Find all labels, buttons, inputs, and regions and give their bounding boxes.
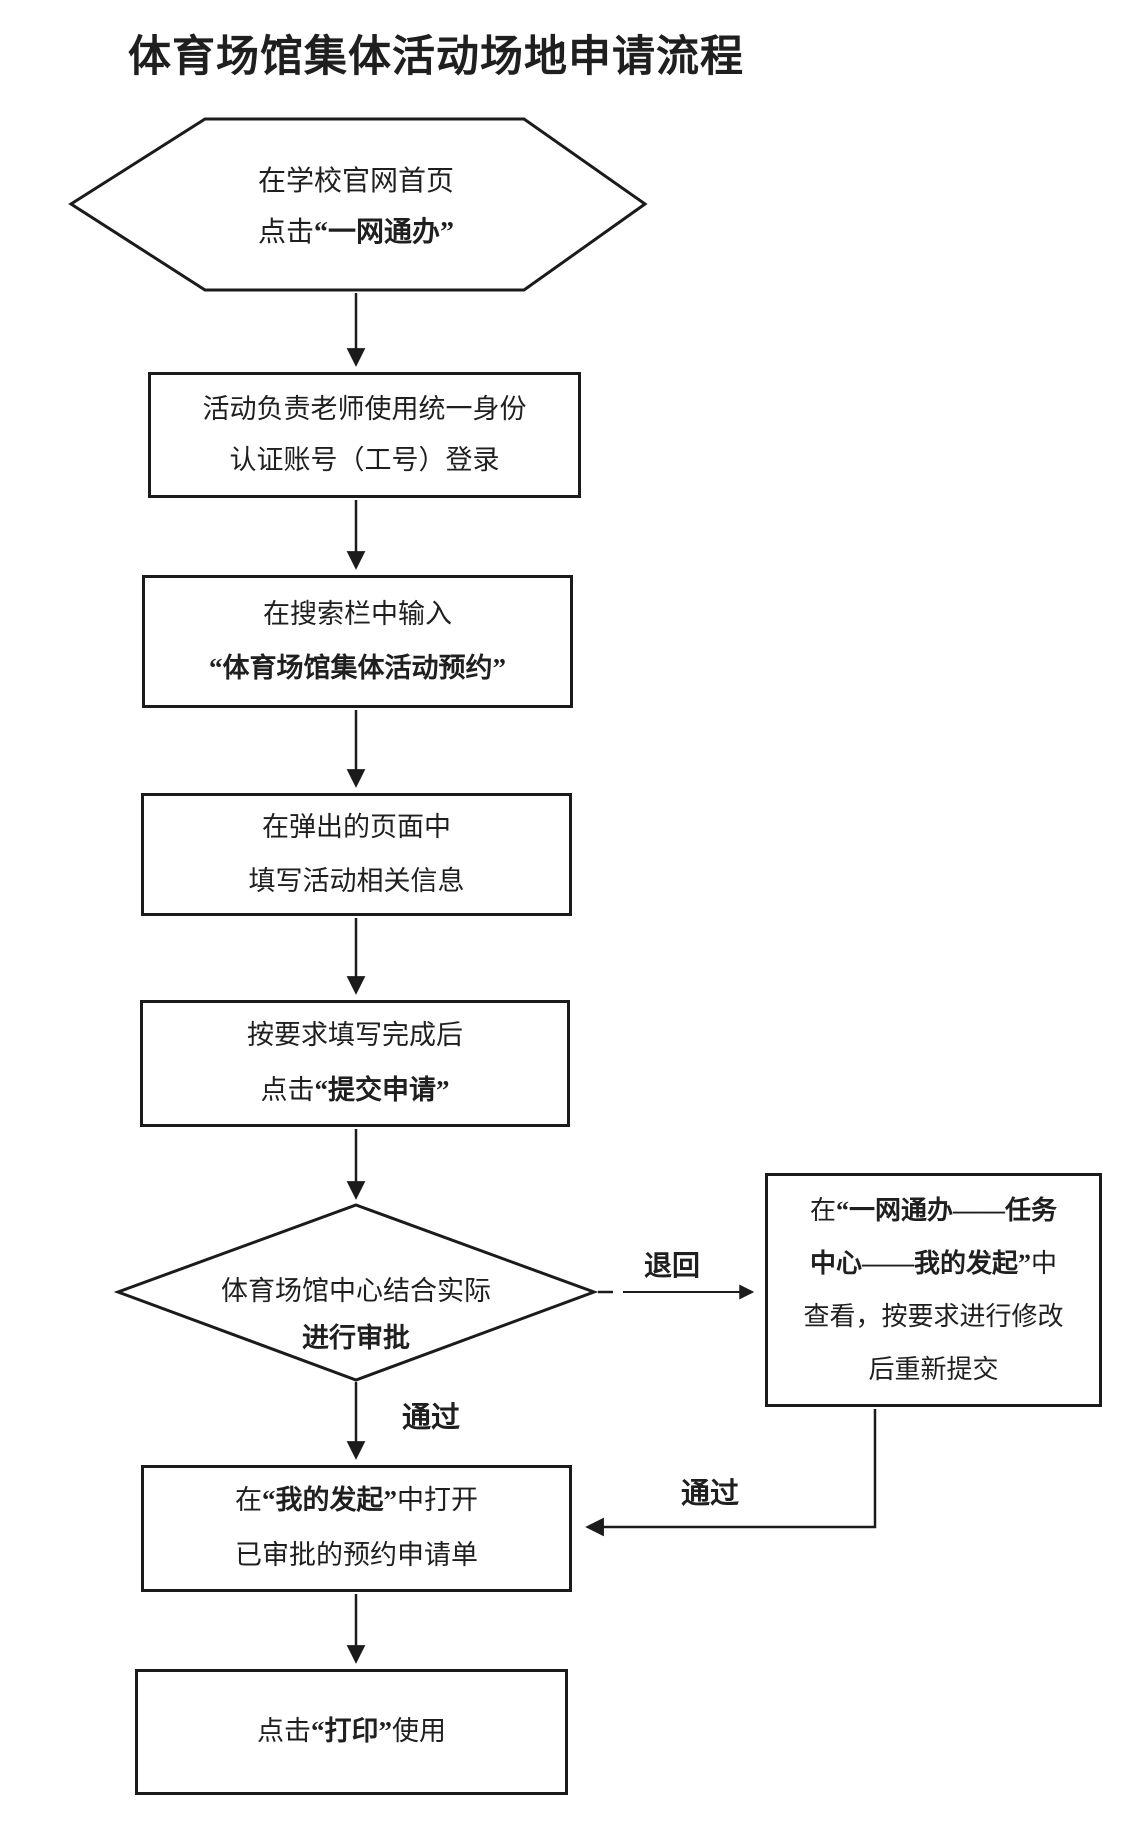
login-node: 活动负责老师使用统一身份 认证账号（工号）登录 [148,372,581,498]
revise-node: 在“一网通办——任务 中心——我的发起”中 查看，按要求进行修改 后重新提交 [765,1173,1102,1407]
open-node: 在“我的发起”中打开 已审批的预约申请单 [141,1465,572,1592]
revise-node-line4: 后重新提交 [868,1355,999,1384]
review-diamond-shape [113,1203,599,1382]
revise-node-line3: 查看，按要求进行修改 [803,1302,1064,1331]
login-node-line1: 活动负责老师使用统一身份 [202,393,527,424]
reject-edge-label: 退回 [643,1251,700,1282]
submit-node: 按要求填写完成后 点击“提交申请” [140,1000,570,1127]
login-node-line2: 认证账号（工号）登录 [229,444,500,475]
start-node-line2: 点击“一网通办” [257,217,455,248]
review-node: 体育场馆中心结合实际 进行审批 [156,1268,556,1363]
review-node-line1: 体育场馆中心结合实际 [221,1276,491,1307]
start-node-line1: 在学校官网首页 [257,166,454,197]
open-node-line2: 已审批的预约申请单 [235,1540,478,1570]
print-node-line1: 点击“打印”使用 [257,1716,446,1747]
search-node-line1: 在搜索栏中输入 [263,598,452,629]
search-node: 在搜索栏中输入 “体育场馆集体活动预约” [142,575,573,708]
fill-node: 在弹出的页面中 填写活动相关信息 [141,793,572,916]
pass-side-edge-label: 通过 [680,1478,739,1510]
revise-node-line1: 在“一网通办——任务 [809,1196,1058,1225]
page-title: 体育场馆集体活动场地申请流程 [128,34,744,81]
start-node: 在学校官网首页 点击“一网通办” [106,153,606,261]
revise-node-line2: 中心——我的发起”中 [809,1249,1058,1278]
review-node-line2: 进行审批 [302,1323,410,1353]
pass-main-edge-label: 通过 [401,1402,460,1434]
fill-node-line2: 填写活动相关信息 [248,865,465,896]
search-node-line2: “体育场馆集体活动预约” [209,652,506,683]
submit-node-line2: 点击“提交申请” [260,1075,450,1105]
submit-node-line1: 按要求填写完成后 [247,1020,463,1051]
print-node: 点击“打印”使用 [135,1669,568,1795]
arrow-revise-to-open [585,1409,877,1537]
start-hexagon-shape [68,117,648,292]
open-node-line1: 在“我的发起”中打开 [235,1485,478,1516]
fill-node-line1: 在弹出的页面中 [262,811,451,842]
